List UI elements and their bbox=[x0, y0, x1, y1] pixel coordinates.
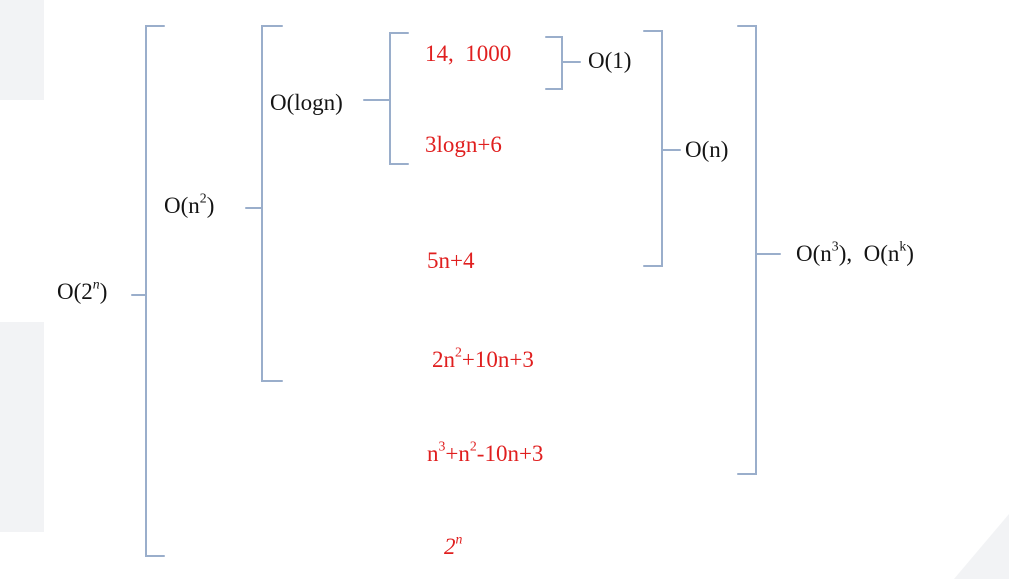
expr-cubic-p3: -10n+3 bbox=[476, 441, 544, 466]
label-o-n2-base: O(n bbox=[164, 193, 200, 218]
label-o-2n-close: ) bbox=[99, 279, 108, 304]
bracket-o-1 bbox=[545, 36, 581, 90]
label-o-n3-p1: O(n bbox=[796, 241, 832, 266]
expr-cubic-p2: +n bbox=[445, 441, 470, 466]
bracket-o-n3 bbox=[737, 25, 781, 475]
label-o-n2-exp: 2 bbox=[199, 190, 207, 206]
expr-cubic-exp2: 2 bbox=[469, 438, 477, 454]
label-o-1: O(1) bbox=[588, 48, 632, 73]
expr-cubic-exp3: 3 bbox=[438, 438, 446, 454]
expr-constant: 14, 1000 bbox=[425, 41, 512, 66]
bracket-o-n2 bbox=[245, 25, 283, 382]
label-o-n3-o-nk: O(n3), O(nk) bbox=[796, 238, 914, 266]
label-o-logn: O(logn) bbox=[270, 90, 343, 115]
expr-cubic: n3+n2-10n+3 bbox=[427, 438, 544, 466]
label-o-2n-base: O(2 bbox=[57, 279, 93, 304]
label-o-nk-p2: ), O(n bbox=[838, 241, 900, 266]
expr-cubic-p1: n bbox=[427, 441, 439, 466]
label-o-n2: O(n2) bbox=[164, 190, 215, 218]
label-o-n3-exp: 3 bbox=[831, 238, 839, 254]
bracket-o-n bbox=[643, 30, 681, 267]
expr-quadratic-exp: 2 bbox=[455, 344, 462, 360]
expr-exponential-base: 2 bbox=[444, 534, 456, 559]
label-o-2n-exp: n bbox=[92, 276, 100, 292]
bracket-o-2n bbox=[131, 25, 165, 557]
expr-quadratic: 2n2+10n+3 bbox=[432, 344, 534, 372]
expr-linear: 5n+4 bbox=[427, 248, 475, 273]
label-o-2n: O(2n) bbox=[57, 276, 108, 304]
label-o-nk-p3: ) bbox=[906, 241, 914, 266]
label-o-n: O(n) bbox=[685, 137, 729, 162]
label-o-nk-exp: k bbox=[899, 238, 907, 254]
expr-log: 3logn+6 bbox=[425, 132, 502, 157]
expr-quadratic-p2: +10n+3 bbox=[461, 347, 534, 372]
background-panel-top bbox=[0, 0, 44, 100]
expr-quadratic-p1: 2n bbox=[432, 347, 455, 372]
background-panel-middle bbox=[0, 322, 44, 532]
expr-exponential: 2n bbox=[444, 531, 463, 559]
background-corner-shape bbox=[954, 514, 1009, 579]
expr-exponential-exp: n bbox=[455, 531, 463, 547]
label-o-n2-close: ) bbox=[206, 193, 215, 218]
bracket-o-logn bbox=[363, 32, 409, 165]
